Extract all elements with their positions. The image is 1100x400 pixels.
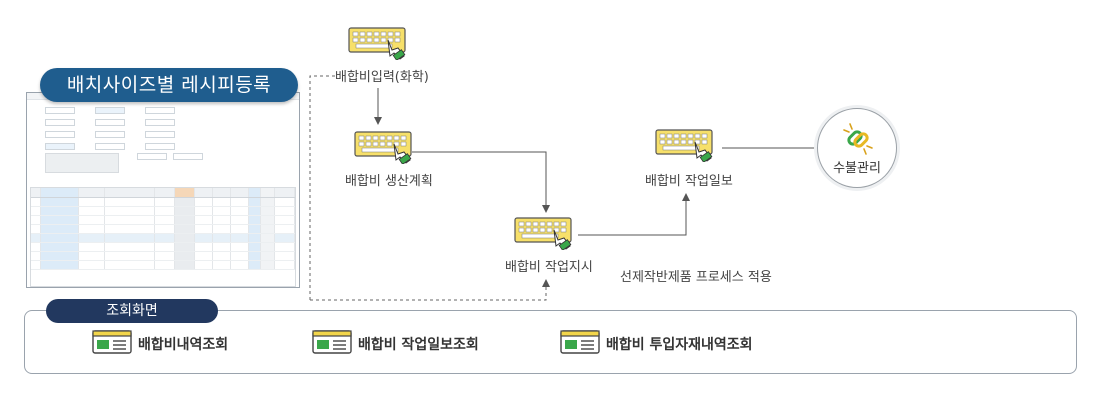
keyboard-hand-icon: [348, 26, 408, 61]
lookup-item-label: 배합비내역조회: [138, 337, 229, 353]
screen-window-icon: [92, 330, 138, 358]
keyboard-hand-icon: [655, 128, 715, 163]
lookup-item-work-report[interactable]: 배합비 작업일보조회: [312, 330, 479, 358]
node-order-label: 배합비 작업지시: [505, 260, 593, 275]
arrow-plan-order: [412, 151, 550, 213]
process-note: 선제작반제품 프로세스 적용: [620, 270, 772, 285]
arrow-order-report: [578, 193, 690, 236]
dashed-link-order: [310, 279, 550, 301]
dashed-link-input: [309, 75, 335, 300]
page-title: 배치사이즈별 레시피등록: [40, 68, 298, 102]
chain-link-icon: [843, 123, 873, 155]
node-water-label: 수불관리: [833, 161, 881, 176]
lookup-panel-title: 조회화면: [46, 299, 218, 323]
preview-grid: [30, 187, 296, 287]
keyboard-hand-icon: [354, 130, 414, 165]
node-plan-label: 배합비 생산계획: [345, 174, 433, 189]
lookup-item-label: 배합비 투입자재내역조회: [606, 337, 753, 353]
screen-window-icon: [560, 330, 606, 358]
node-input-label: 배합비입력(화학): [335, 70, 429, 85]
lookup-item-material-input[interactable]: 배합비 투입자재내역조회: [560, 330, 753, 358]
lookup-item-label: 배합비 작업일보조회: [358, 337, 479, 353]
node-water[interactable]: 수불관리: [817, 108, 897, 188]
lookup-item-recipe-history[interactable]: 배합비내역조회: [92, 330, 229, 358]
preview-form: [31, 105, 293, 176]
keyboard-hand-icon: [514, 216, 574, 251]
node-report-label: 배합비 작업일보: [645, 174, 733, 189]
screen-window-icon: [312, 330, 358, 358]
recipe-screen-preview: [26, 92, 300, 288]
